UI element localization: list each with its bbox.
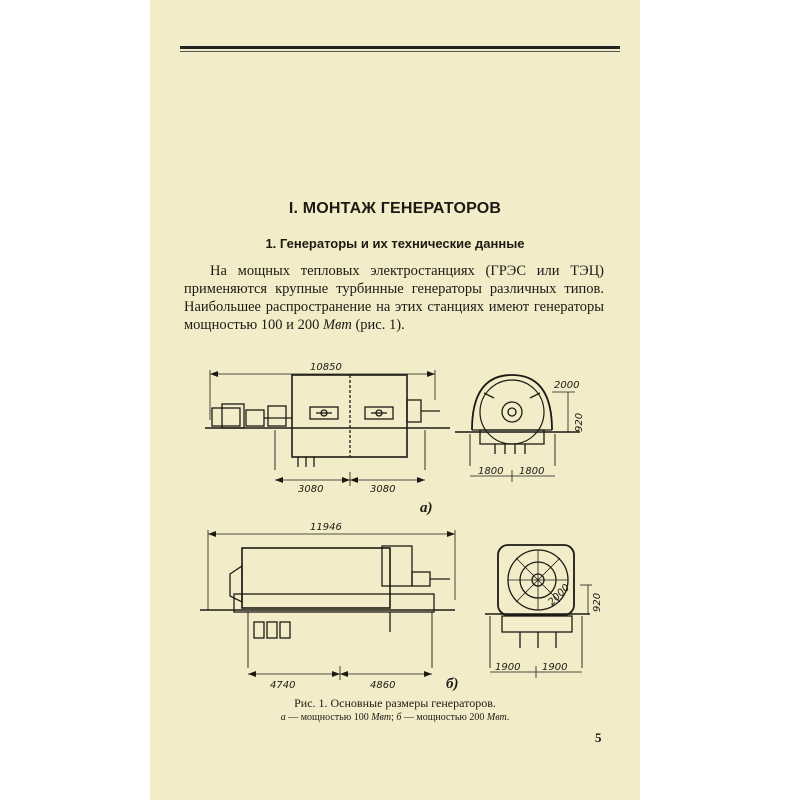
dim-a-end-height: 2000 <box>554 380 579 391</box>
dim-a-left: 3080 <box>298 484 323 495</box>
section-title: 1. Генераторы и их технические данные <box>265 236 525 251</box>
dim-a-end-left: 1800 <box>478 466 503 477</box>
generator-figure: 10850 3080 3080 2000 920 1800 1800 а) 11… <box>200 362 603 692</box>
paragraph-end: (рис. 1). <box>351 317 405 333</box>
caption-letter-a: а <box>280 712 286 723</box>
generator-b-end-view <box>485 544 592 678</box>
dim-a-overall: 10850 <box>310 362 342 373</box>
dim-b-right: 4860 <box>370 680 395 691</box>
dim-a-right: 3080 <box>370 484 395 495</box>
dim-b-end-right: 1900 <box>542 662 567 673</box>
header-rule <box>180 46 620 49</box>
header-rule-thin <box>180 51 620 52</box>
figure-a-label: а) <box>420 500 433 516</box>
figure-b-label: б) <box>446 676 458 692</box>
dim-b-end-diameter: 2000 <box>546 582 572 608</box>
figure-subcaption: а — мощностью 100 Мвт; б — мощностью 200… <box>150 712 640 723</box>
paragraph-text: На мощных тепловых электростанциях (ГРЭС… <box>184 263 604 333</box>
caption-sep: ; <box>391 712 397 723</box>
dim-b-end-foot: 920 <box>592 593 603 612</box>
caption-unit-a: Мвт <box>371 712 392 723</box>
generator-b-side-view <box>200 530 456 680</box>
body-paragraph: На мощных тепловых электростанциях (ГРЭС… <box>184 262 604 334</box>
chapter-title: I. МОНТАЖ ГЕНЕРАТОРОВ <box>288 200 502 217</box>
caption-letter-b: б <box>396 712 402 723</box>
caption-unit-b: Мвт <box>486 712 507 723</box>
page-number: 5 <box>595 730 602 745</box>
figure-caption: Рис. 1. Основные размеры генераторов. <box>294 696 496 710</box>
dim-a-end-right: 1800 <box>519 466 544 477</box>
dim-b-left: 4740 <box>270 680 295 691</box>
book-page: I. МОНТАЖ ГЕНЕРАТОРОВ 1. Генераторы и их… <box>150 0 640 800</box>
dim-b-overall: 11946 <box>310 522 342 533</box>
generator-a-side-view <box>205 370 450 486</box>
caption-text-a: — мощностью 100 <box>285 712 372 723</box>
dim-a-end-foot: 920 <box>574 413 585 432</box>
caption-text-b: — мощностью 200 <box>401 712 487 723</box>
caption-end: . <box>506 712 510 723</box>
dim-b-end-left: 1900 <box>495 662 520 673</box>
generator-a-end-view <box>455 374 580 482</box>
paragraph-unit: Мвт <box>322 317 352 333</box>
